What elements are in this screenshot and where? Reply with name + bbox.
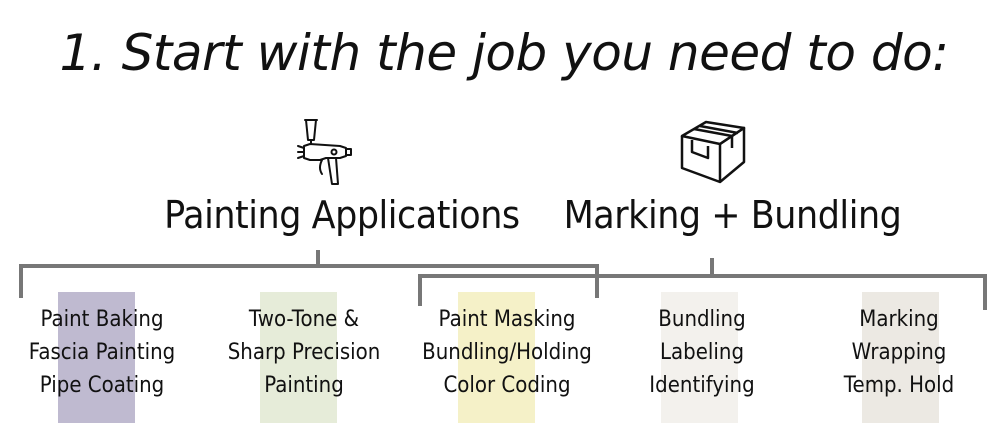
item-5-line-3: Temp. Hold xyxy=(843,373,955,398)
item-4-line-2: Labeling xyxy=(659,340,745,365)
page-title: 1. Start with the job you need to do: xyxy=(59,24,949,82)
item-swatch-3 xyxy=(458,292,535,423)
item-swatch-1 xyxy=(58,292,135,423)
item-2-line-3: Painting xyxy=(264,373,344,398)
list-item-2: Two-Tone & Sharp Precision Painting xyxy=(219,303,390,402)
item-3-line-2: Bundling/Holding xyxy=(422,340,592,365)
spray-gun-icon xyxy=(297,119,352,185)
item-3-line-3: Color Coding xyxy=(443,373,571,398)
item-swatch-5 xyxy=(862,292,939,423)
bracket-marking xyxy=(418,274,987,310)
list-item-1: Paint Baking Fascia Painting Pipe Coatin… xyxy=(17,303,188,402)
item-5-line-1: Marking xyxy=(859,307,939,332)
category-painting-applications: Painting Applications xyxy=(164,193,520,237)
item-5-line-2: Wrapping xyxy=(851,340,947,365)
item-swatch-4 xyxy=(661,292,738,423)
bracket-painting xyxy=(19,264,599,298)
item-1-line-1: Paint Baking xyxy=(40,307,164,332)
item-2-line-1: Two-Tone & xyxy=(248,307,360,332)
list-item-4: Bundling Labeling Identifying xyxy=(617,303,788,402)
item-3-line-1: Paint Masking xyxy=(438,307,576,332)
list-item-5: Marking Wrapping Temp. Hold xyxy=(814,303,985,402)
item-4-line-1: Bundling xyxy=(658,307,746,332)
category-marking-bundling: Marking + Bundling xyxy=(563,193,902,237)
item-4-line-3: Identifying xyxy=(649,373,755,398)
item-1-line-2: Fascia Painting xyxy=(28,340,176,365)
package-box-icon xyxy=(680,120,746,184)
item-swatch-2 xyxy=(260,292,337,423)
list-item-3: Paint Masking Bundling/Holding Color Cod… xyxy=(422,303,593,402)
item-1-line-3: Pipe Coating xyxy=(39,373,165,398)
item-2-line-2: Sharp Precision xyxy=(227,340,381,365)
